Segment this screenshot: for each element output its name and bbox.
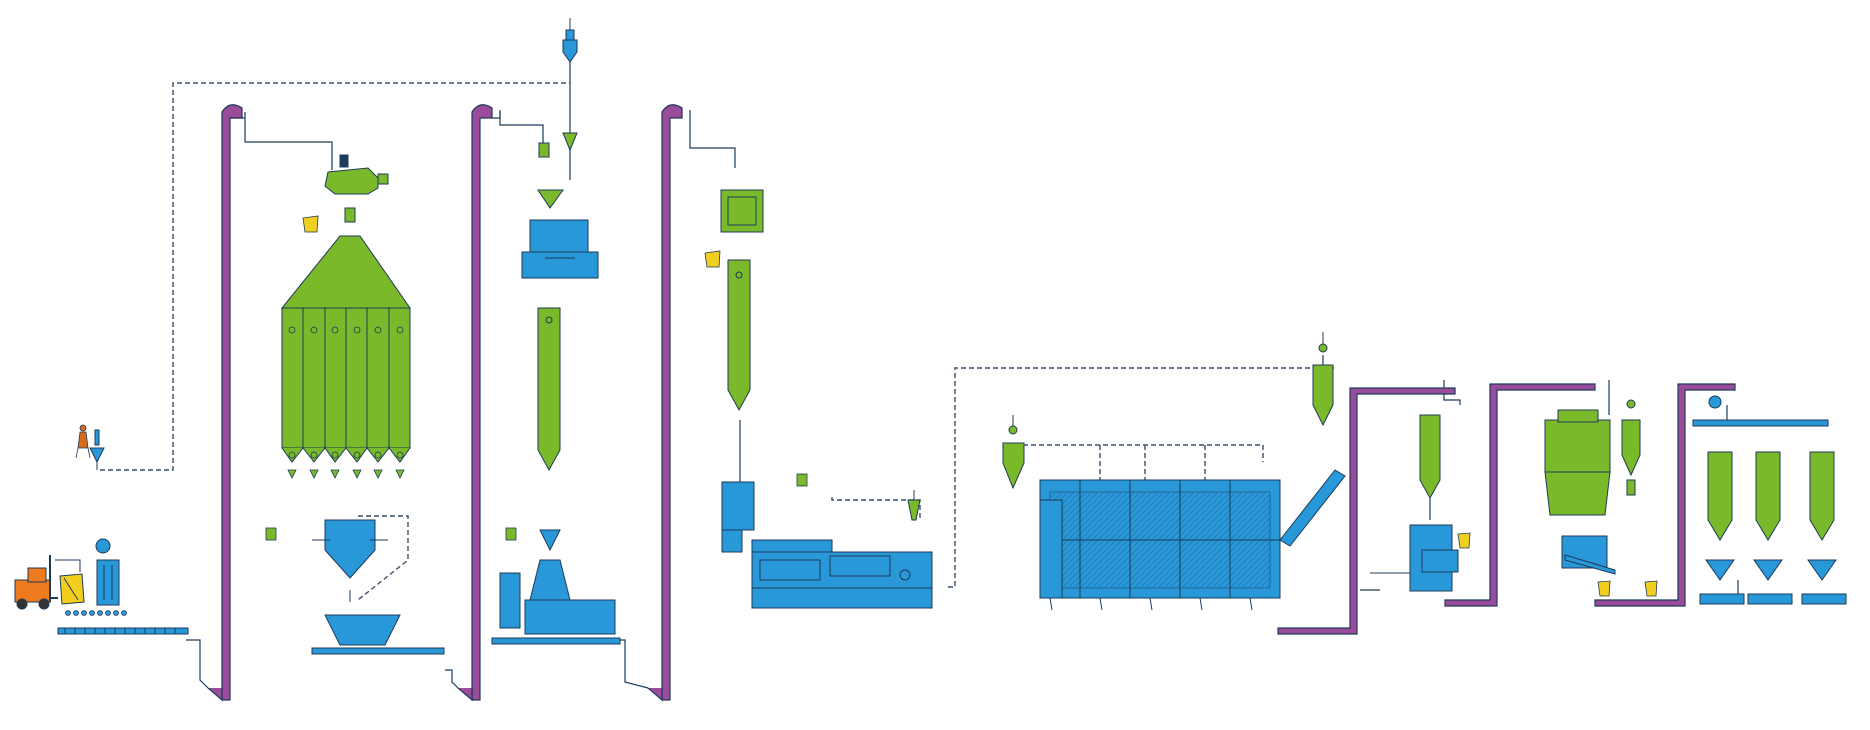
intake-screw-conveyor <box>57 627 189 635</box>
bucket-elevator-5 <box>1444 383 1596 607</box>
raw-material-bag-icon <box>59 573 85 605</box>
premix-bag-3 <box>796 473 808 487</box>
coater <box>1370 524 1459 592</box>
batching-scale <box>312 519 388 602</box>
bucket-elevator-4 <box>1277 387 1456 635</box>
hammer-mill <box>521 219 599 279</box>
vibrating-screen <box>1561 535 1616 575</box>
cooler-cyclone <box>1621 399 1641 496</box>
premix-bag-2 <box>505 527 517 541</box>
mixer-screw-conveyor <box>311 647 445 655</box>
crane-hook-icon <box>55 559 81 572</box>
sifter-waste-bag <box>704 250 721 268</box>
forklift-icon <box>14 555 58 610</box>
bin-feeders-1 <box>287 469 405 479</box>
premix-bag-1 <box>265 527 277 541</box>
dust-filter-intake <box>95 538 120 606</box>
mixer <box>324 614 401 646</box>
operator-icon <box>75 424 91 459</box>
distribution-conveyor <box>1692 395 1829 427</box>
material-pipes <box>244 40 1739 600</box>
bucket-elevator-6 <box>1594 383 1736 607</box>
bucket-elevator-2 <box>445 104 501 702</box>
grinder-discharge-hopper <box>539 529 561 552</box>
top-cyclone-filter <box>562 18 578 63</box>
grinder-filter <box>538 142 550 158</box>
dryer-exhaust-cyclone <box>1312 332 1334 427</box>
dryer <box>1039 479 1281 611</box>
bucket-elevator-3 <box>614 104 683 702</box>
packing-scales <box>1705 559 1837 581</box>
screen-waste-bags <box>1597 580 1658 597</box>
pellet-mill-conditioner <box>499 559 616 635</box>
grinder-feed-hopper <box>537 189 564 209</box>
packing-conveyors <box>1699 593 1847 605</box>
extruder-feeder <box>721 481 755 553</box>
air-duct-lines <box>100 82 1335 601</box>
sifter <box>720 189 764 233</box>
bucket-elevator-1 <box>186 104 245 702</box>
grinder-screw-conveyor <box>491 637 621 645</box>
dryer-discharge-conveyor <box>1279 469 1346 547</box>
bin-group-1 <box>280 207 411 463</box>
pre-cleaner-waste-bag <box>302 215 319 233</box>
packing-bins <box>1707 451 1835 541</box>
intake-grate <box>65 610 127 616</box>
extruder <box>751 539 933 609</box>
cooler <box>1544 409 1611 516</box>
coater-cyclone <box>1419 414 1441 500</box>
pre-cleaner <box>324 154 389 195</box>
small-batch-hopper <box>89 429 105 470</box>
dryer-cyclone-left <box>1002 415 1025 490</box>
extruder-feed-bin <box>727 259 751 412</box>
dryer-burner <box>1039 499 1063 599</box>
grinder-cyclone <box>562 132 578 152</box>
grinder-bin <box>537 307 561 472</box>
bin-level-indicators-1 <box>288 326 404 459</box>
extruder-pump <box>907 490 921 521</box>
coater-waste-bag <box>1457 532 1471 549</box>
